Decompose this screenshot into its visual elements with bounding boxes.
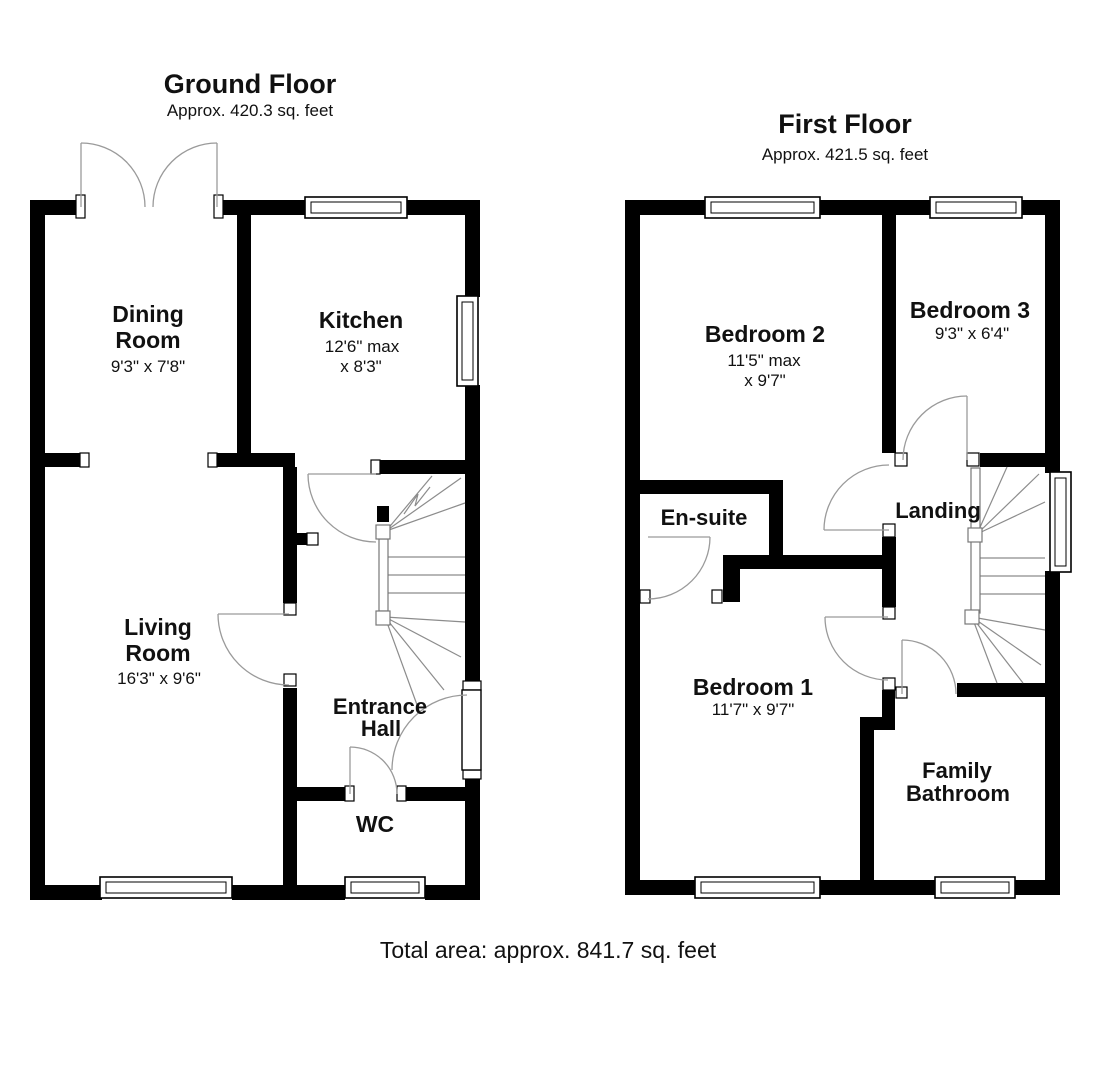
kitchen-door [307,459,381,543]
bedroom-1-label: Bedroom 1 [693,674,813,700]
en-suite-label: En-suite [661,505,748,530]
wc-window [344,876,426,899]
entrance-hall-label-2: Hall [361,716,401,741]
wc-door [344,746,407,802]
ground-floor-walls [30,200,480,900]
bedroom-1-door [824,606,896,691]
bedroom-1-window [694,876,821,899]
family-bathroom-window [934,876,1016,899]
first-floor-doors [639,395,980,699]
first-floor-windows [694,196,1072,899]
ground-floor-doors [75,142,482,802]
entrance-hall-label: Entrance [333,694,427,719]
wc-label: WC [356,811,394,837]
dining-room-label-2: Room [115,327,180,353]
first-floor-area: Approx. 421.5 sq. feet [762,145,929,164]
patio-double-door [75,142,224,219]
bedroom-3-dims: 9'3" x 6'4" [935,324,1009,343]
bedroom-3-label: Bedroom 3 [910,297,1030,323]
ground-floor-area: Approx. 420.3 sq. feet [167,101,334,120]
living-room-door [217,532,319,687]
first-floor-walls [625,200,1060,895]
bedroom-3-window [929,196,1023,219]
kitchen-dims-2: x 8'3" [340,357,381,376]
kitchen-dims: 12'6" max [325,337,400,356]
dining-room-dims: 9'3" x 7'8" [111,357,185,376]
bedroom-2-door [823,464,896,538]
family-bathroom-label: Family [922,758,992,783]
ground-floor-windows [99,196,479,899]
kitchen-side-window [456,295,479,387]
dining-room-label: Dining [112,301,184,327]
bedroom-2-label: Bedroom 2 [705,321,825,347]
bedroom-2-dims-2: x 9'7" [744,371,785,390]
family-bathroom-label-2: Bathroom [906,781,1010,806]
ground-floor-labels: Ground Floor Approx. 420.3 sq. feet Dini… [111,69,427,837]
stairs-up-arrow [403,486,431,515]
dining-living-opening [79,452,218,468]
first-floor-stairs [964,466,1046,684]
bedroom-2-window [704,196,821,219]
family-bathroom-door [895,639,957,699]
ground-floor-title: Ground Floor [164,69,337,99]
total-area-label: Total area: approx. 841.7 sq. feet [380,937,717,963]
living-room-label-2: Room [125,640,190,666]
living-room-window [99,876,233,899]
first-floor-labels: First Floor Approx. 421.5 sq. feet Bedro… [661,109,1030,806]
ground-floor-stairs [375,475,466,714]
first-floor-title: First Floor [778,109,912,139]
landing-window [1049,471,1072,573]
ground-floor: Ground Floor Approx. 420.3 sq. feet Dini… [30,69,482,900]
bedroom-3-door [894,395,980,467]
living-room-dims: 16'3" x 9'6" [117,669,201,688]
bedroom-1-dims: 11'7" x 9'7" [712,700,795,719]
living-room-label: Living [124,614,192,640]
landing-label: Landing [895,498,981,523]
en-suite-door [639,536,723,604]
front-door [391,680,482,780]
kitchen-top-window [304,196,408,219]
bedroom-2-dims: 11'5" max [727,351,801,370]
kitchen-label: Kitchen [319,307,403,333]
first-floor: First Floor Approx. 421.5 sq. feet Bedro… [625,109,1072,899]
